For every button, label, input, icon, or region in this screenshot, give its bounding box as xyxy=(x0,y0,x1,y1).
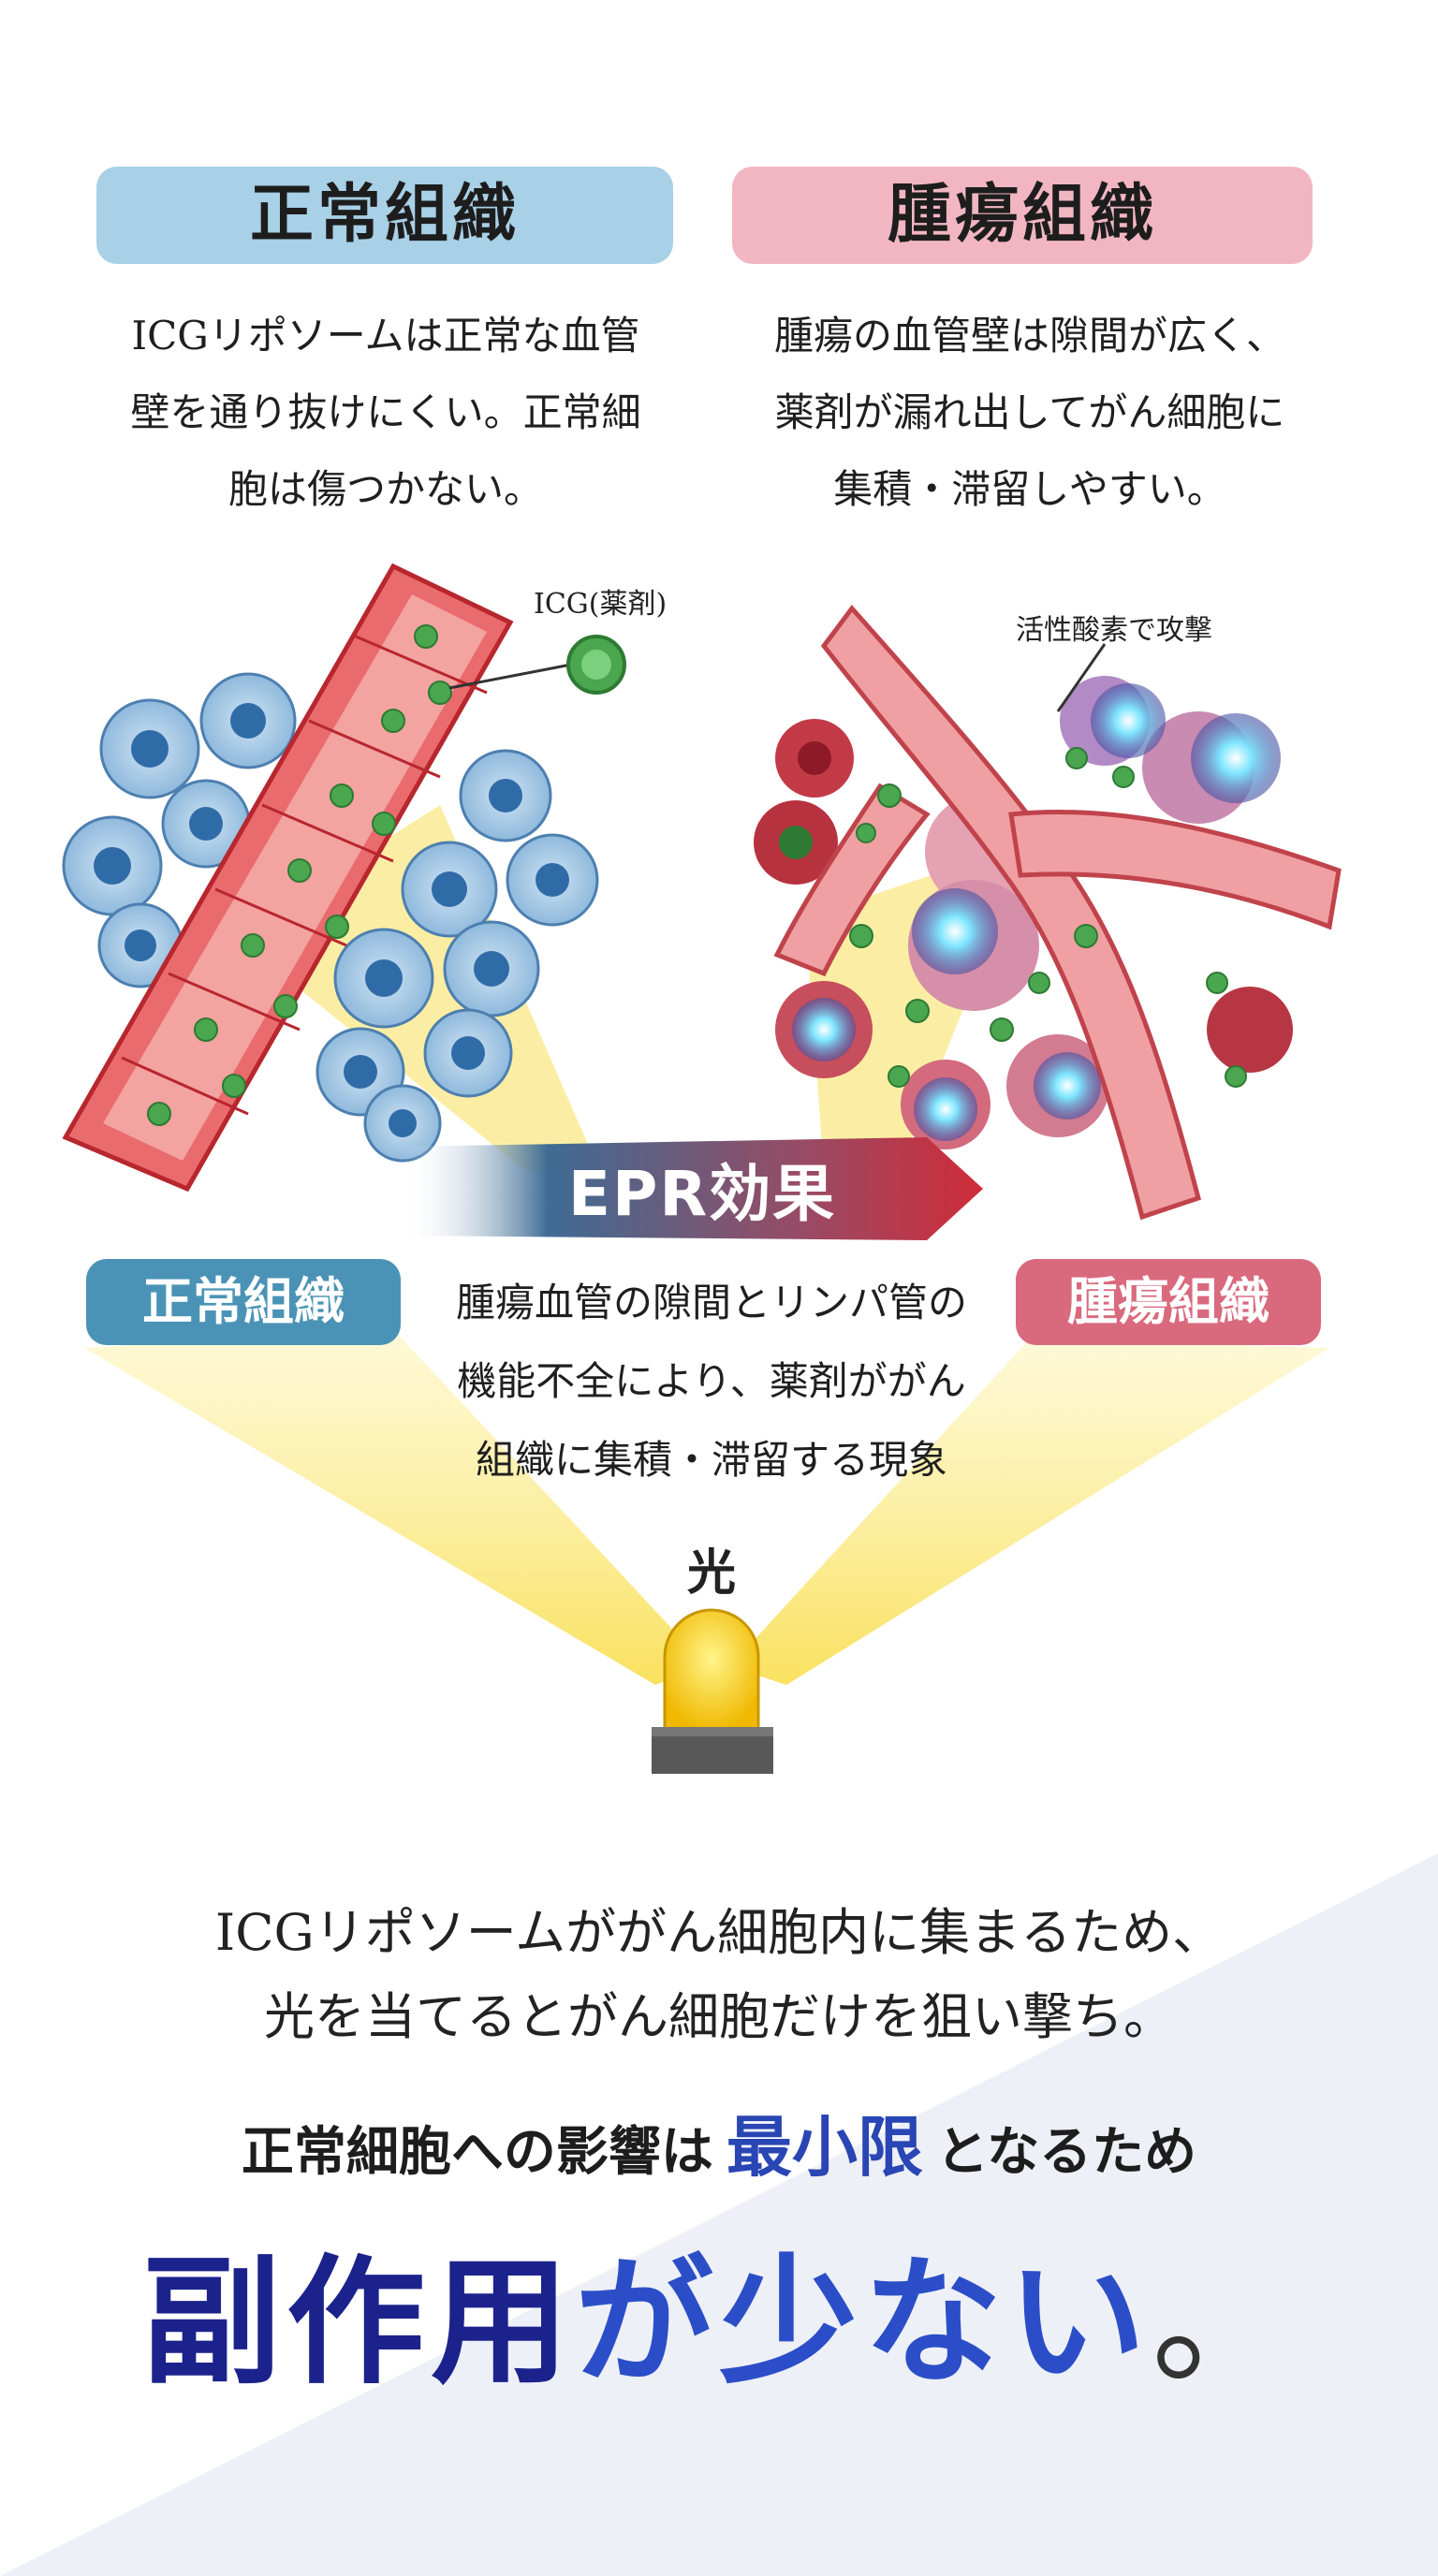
drug-particles-tumor xyxy=(849,747,1247,1088)
epr-arrow xyxy=(403,1137,983,1240)
epr-desc-line-2: 機能不全により、薬剤ががん xyxy=(457,1358,966,1404)
headline-few: が少ない xyxy=(575,2240,1152,2403)
light-beam-left xyxy=(84,1329,707,1685)
normal-desc-line-1: ICGリポソームは正常な血管 xyxy=(131,313,640,359)
normal-tissue-title: 正常組織 xyxy=(96,167,673,264)
epr-desc-line-1: 腫瘍血管の隙間とリンパ管の xyxy=(455,1280,967,1325)
normal-cells xyxy=(62,672,599,1163)
light-lamp xyxy=(652,1608,773,1774)
summary-line-1: ICGリポソームががん細胞内に集まるため、 xyxy=(214,1903,1224,1962)
normal-tissue-description: ICGリポソームは正常な血管 壁を通り抜けにくい。正常細 胞は傷つかない。 xyxy=(86,298,685,528)
summary-line-3-suffix: となるため xyxy=(935,2121,1197,2183)
tumor-tissue-title: 腫瘍組織 xyxy=(732,167,1313,264)
tumor-desc-line-3: 集積・滞留しやすい。 xyxy=(833,466,1226,512)
headline: 副作用が少ない。 xyxy=(0,2209,1438,2410)
epr-effect-label: EPR効果 xyxy=(567,1158,837,1230)
summary-line-3: 正常細胞への影響は最小限となるため xyxy=(0,2095,1438,2189)
reactive-oxygen-bursts xyxy=(792,683,1281,1141)
tumor-desc-line-1: 腫瘍の血管壁は隙間が広く、 xyxy=(773,313,1285,359)
ros-callout-line xyxy=(1056,643,1107,712)
tumor-tissue-description: 腫瘍の血管壁は隙間が広く、 薬剤が漏れ出してがん細胞に 集積・滞留しやすい。 xyxy=(730,298,1329,528)
normal-desc-line-3: 胞は傷つかない。 xyxy=(227,466,543,512)
headline-side-effects: 副作用 xyxy=(142,2240,575,2403)
icg-callout-label: ICG(薬剤) xyxy=(534,588,668,621)
ros-callout-label: 活性酸素で攻撃 xyxy=(1016,614,1212,647)
epr-desc-line-3: 組織に集積・滞留する現象 xyxy=(475,1437,947,1483)
minimum-emphasis: 最小限 xyxy=(726,2108,923,2186)
tumor-desc-line-2: 薬剤が漏れ出してがん細胞に xyxy=(774,389,1285,435)
normal-desc-line-2: 壁を通り抜けにくい。正常細 xyxy=(130,389,641,435)
tumor-blood-vessel xyxy=(773,605,1342,1221)
icg-callout-line xyxy=(448,663,572,690)
epr-description: 腫瘍血管の隙間とリンパ管の 機能不全により、薬剤ががん 組織に集積・滞留する現象 xyxy=(421,1264,1002,1500)
drug-particles-normal xyxy=(147,624,452,1126)
normal-tissue-label: 正常組織 xyxy=(86,1259,401,1345)
summary-line-3-prefix: 正常細胞への影響は xyxy=(241,2121,713,2183)
light-beam-right xyxy=(730,1339,1329,1685)
headline-period: 。 xyxy=(1152,2242,1296,2403)
light-label: 光 xyxy=(686,1545,736,1602)
tumor-tissue-label: 腫瘍組織 xyxy=(1016,1259,1321,1345)
summary-line-2: 光を当てるとがん細胞だけを狙い撃ち。 xyxy=(264,1987,1174,2046)
